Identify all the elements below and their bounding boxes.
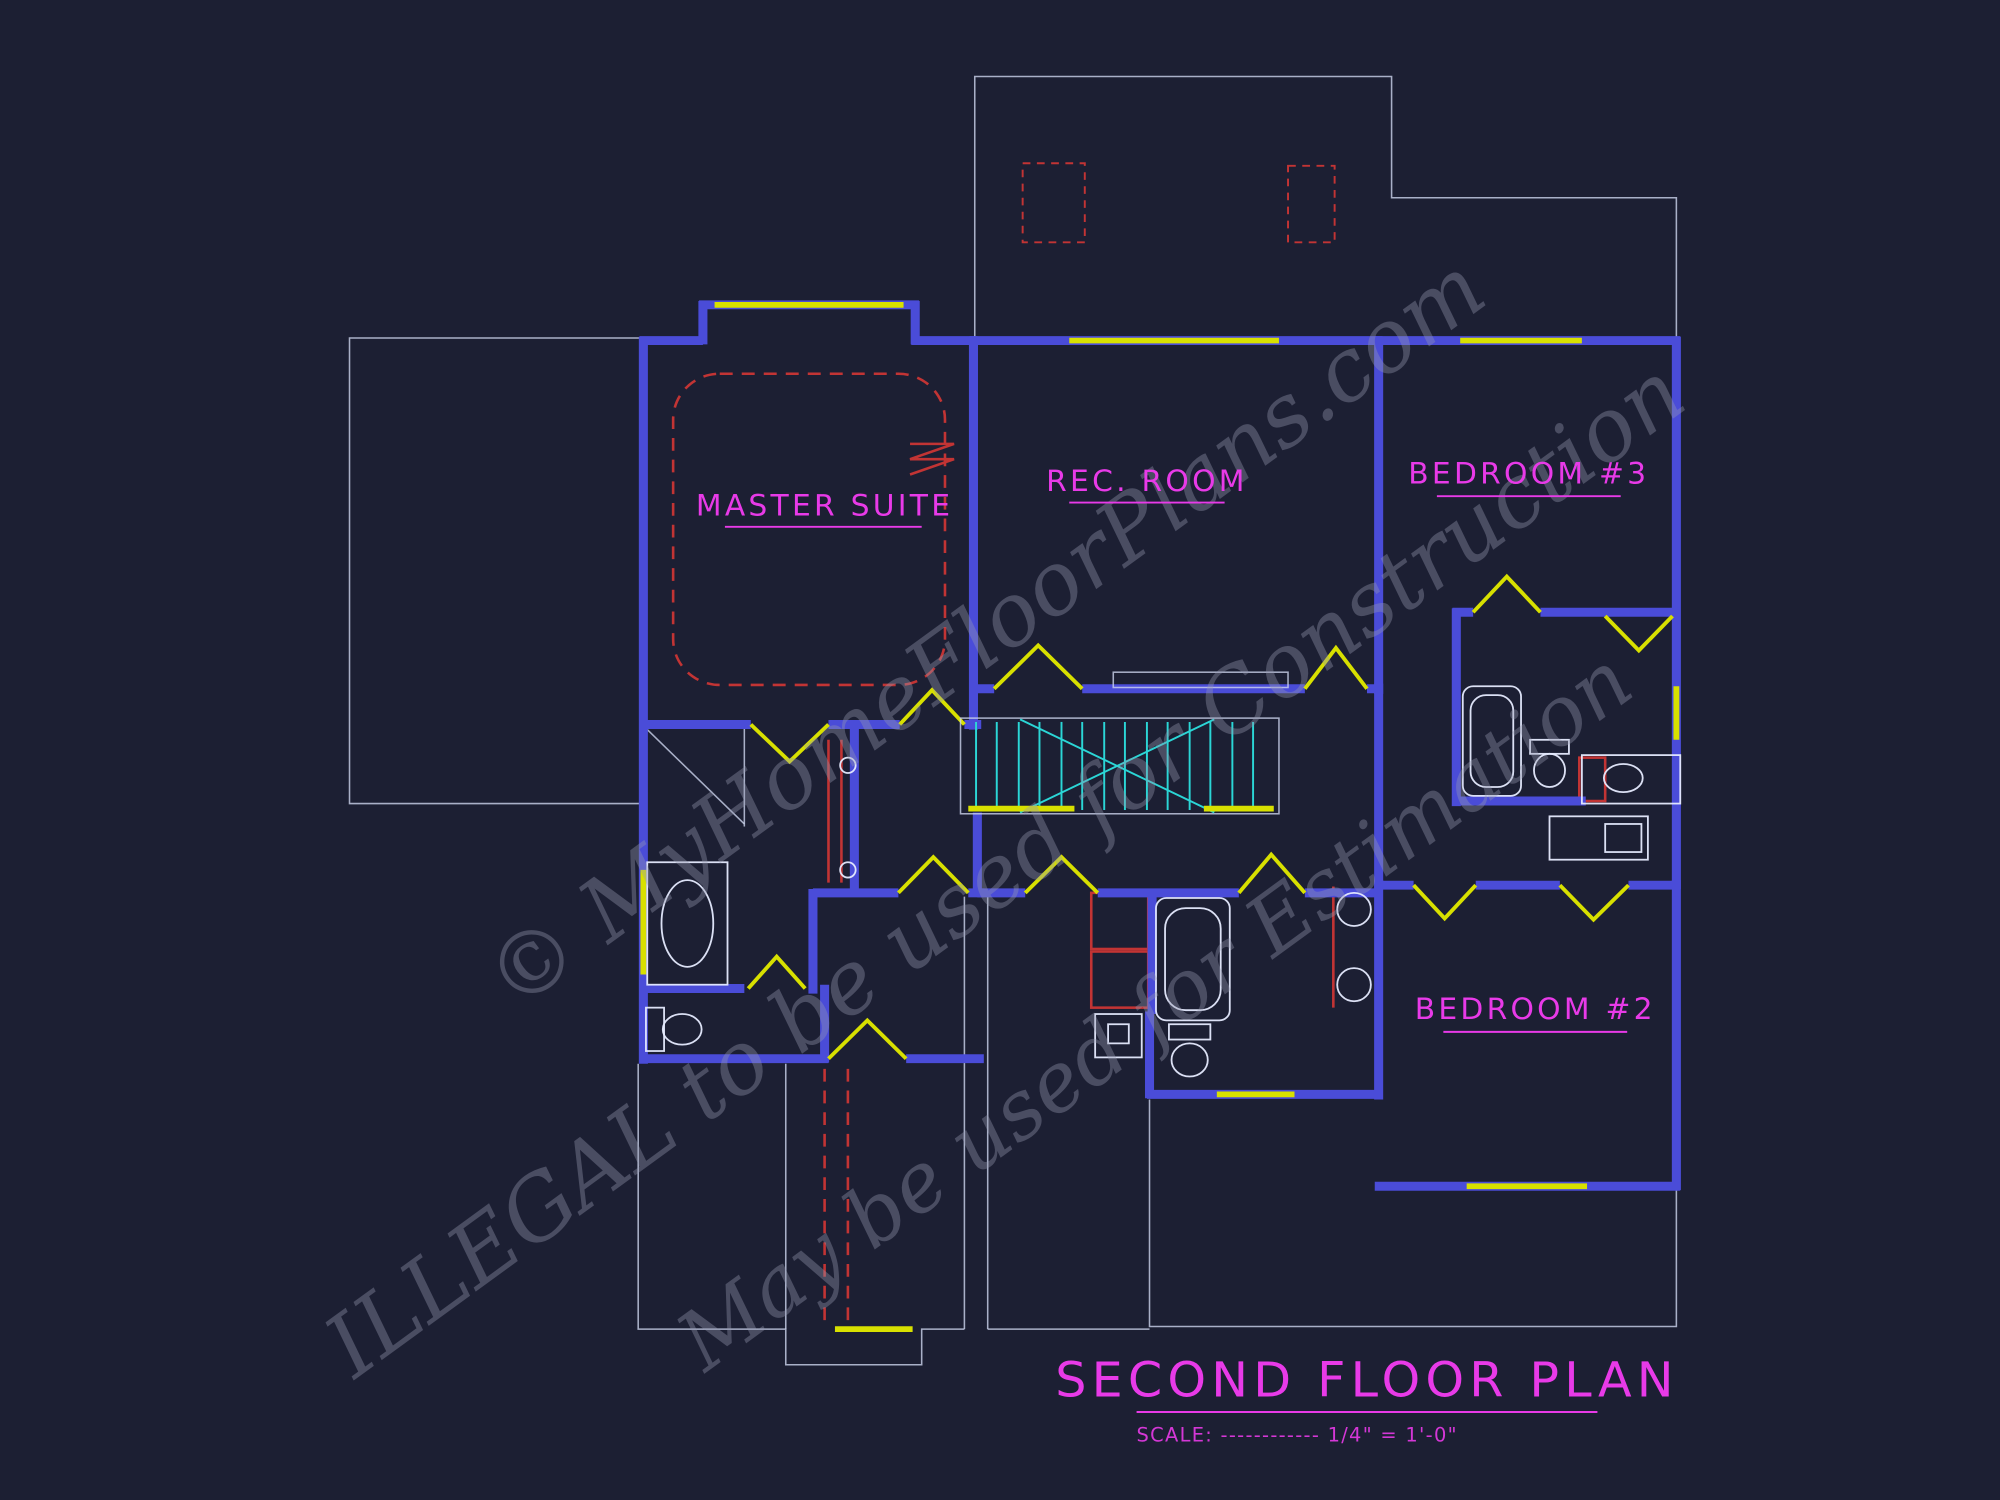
title-block: SECOND FLOOR PLAN SCALE: ------------ 1/…: [1055, 1352, 1679, 1446]
room-label-bedroom-3: BEDROOM #3: [1408, 457, 1649, 491]
room-label-master-suite: MASTER SUITE: [696, 489, 953, 523]
room-label-bedroom-2: BEDROOM #2: [1415, 992, 1656, 1026]
linen-closet: [1548, 815, 1649, 861]
double-sink-2-icon: [1336, 967, 1372, 1003]
powder-toilet-tank-icon: [645, 1006, 665, 1052]
laundry-cabinet: [1089, 891, 1150, 951]
lower-floor-outlines: [348, 75, 1678, 1366]
hall-toilet-icon: [1170, 1042, 1209, 1078]
fixtures: [645, 685, 1682, 1078]
powder-toilet-icon: [661, 1013, 703, 1046]
staircase: [959, 671, 1289, 815]
master-vanity: [646, 861, 729, 986]
room-labels: MASTER SUITE REC. ROOM BEDROOM #3 BEDROO…: [696, 457, 1656, 1033]
chimney-box-right: [1287, 164, 1336, 244]
door-knob-lower: [839, 861, 857, 879]
bath3-vanity: [1580, 754, 1682, 805]
vanity-cabinet: [1577, 756, 1607, 803]
bath3-toilet-icon: [1533, 752, 1566, 788]
wall-segments: [638, 300, 1681, 1191]
double-sink-1-icon: [1336, 891, 1372, 927]
watermark: © MyHomeFloorPlans.com ILLEGAL to be use…: [305, 237, 1703, 1398]
hall-toilet-tank-icon: [1168, 1023, 1212, 1041]
watermark-line-2: ILLEGAL to be used for Construction: [305, 341, 1703, 1397]
chimney-box-left: [1021, 162, 1086, 244]
washer-icon: [1094, 1013, 1143, 1059]
room-label-rec-room: REC. ROOM: [1046, 464, 1248, 498]
plan-scale: SCALE: ------------ 1/4" = 1'-0": [1137, 1423, 1458, 1446]
window-markers: [640, 301, 1680, 1332]
hall-bathtub-icon: [1155, 897, 1231, 1022]
bath3-sink-icon: [1602, 763, 1644, 793]
door-swings: [746, 573, 1674, 1061]
master-sink-icon: [660, 879, 715, 968]
door-knob-upper: [839, 756, 857, 774]
fireplace-hatch: [909, 442, 955, 476]
tray-ceiling-outline: [671, 372, 947, 687]
bath3-tub-icon: [1461, 685, 1522, 797]
plan-title: SECOND FLOOR PLAN: [1055, 1352, 1679, 1409]
